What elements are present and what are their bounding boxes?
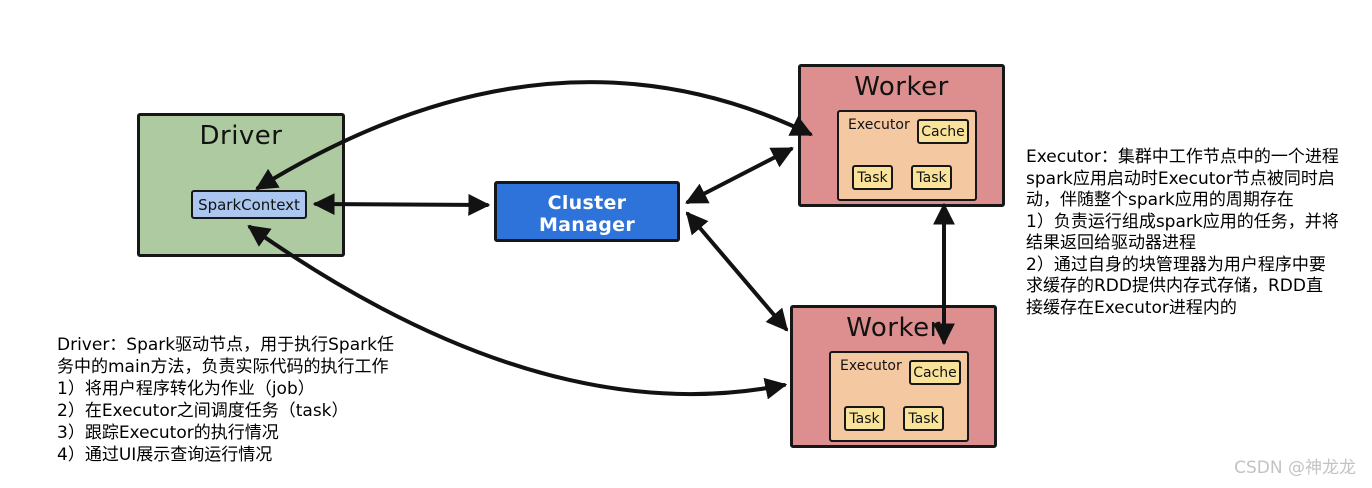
- driver-box: Driver SparkContext: [137, 113, 345, 257]
- note-line: 2）在Executor之间调度任务（task）: [57, 401, 349, 421]
- note-line: spark应用启动时Executor节点被同时启: [1026, 168, 1335, 189]
- cluster-manager-box: Cluster Manager: [494, 181, 680, 242]
- task-box: Task: [911, 165, 952, 190]
- worker-box-bottom: Worker Executor Cache Task Task: [790, 305, 997, 448]
- driver-title: Driver: [199, 121, 283, 151]
- note-line: 求缓存的RDD提供内存式存储，RDD直: [1026, 276, 1323, 296]
- worker-title: Worker: [846, 313, 941, 343]
- cache-box: Cache: [909, 360, 961, 385]
- executor-label: Executor: [840, 358, 902, 374]
- task-box: Task: [852, 165, 893, 190]
- note-line: 1）将用户程序转化为作业（job）: [57, 379, 315, 399]
- note-line: 4）通过UI展示查询运行情况: [57, 445, 273, 465]
- note-line: Driver：Spark驱动节点，用于执行Spark任: [57, 335, 394, 355]
- note-line: 接缓存在Executor进程内的: [1026, 297, 1237, 318]
- sparkcontext-box: SparkContext: [191, 190, 307, 219]
- worker-box-top: Worker Executor Cache Task Task: [798, 64, 1005, 207]
- note-line: Executor：集群中工作节点中的一个进程: [1026, 147, 1339, 167]
- executor-label: Executor: [848, 117, 910, 133]
- task-box: Task: [844, 406, 885, 431]
- task-box: Task: [903, 406, 944, 431]
- arrow-clustermanager-worker2: [685, 211, 789, 332]
- driver-note: Driver：Spark驱动节点，用于执行Spark任 务中的main方法，负责…: [57, 334, 394, 466]
- worker-title: Worker: [854, 72, 949, 102]
- note-line: 3）跟踪Executor的执行情况: [57, 423, 279, 443]
- executor-box: Executor Cache Task Task: [829, 351, 969, 442]
- executor-note: Executor：集群中工作节点中的一个进程 spark应用启动时Executo…: [1026, 147, 1339, 319]
- arrow-clustermanager-worker1: [685, 147, 794, 204]
- note-line: 动，伴随整个spark应用的周期存在: [1026, 190, 1294, 210]
- note-line: 结果返回给驱动器进程: [1026, 233, 1196, 253]
- note-line: 务中的main方法，负责实际代码的执行工作: [57, 357, 389, 377]
- note-line: 1）负责运行组成spark应用的任务，并将: [1026, 211, 1339, 232]
- cluster-manager-label: Cluster Manager: [538, 192, 636, 236]
- csdn-watermark: CSDN @神龙龙: [1234, 458, 1356, 478]
- executor-box: Executor Cache Task Task: [837, 110, 977, 201]
- note-line: 2）通过自身的块管理器为用户程序中要: [1026, 254, 1326, 275]
- cache-box: Cache: [917, 119, 969, 144]
